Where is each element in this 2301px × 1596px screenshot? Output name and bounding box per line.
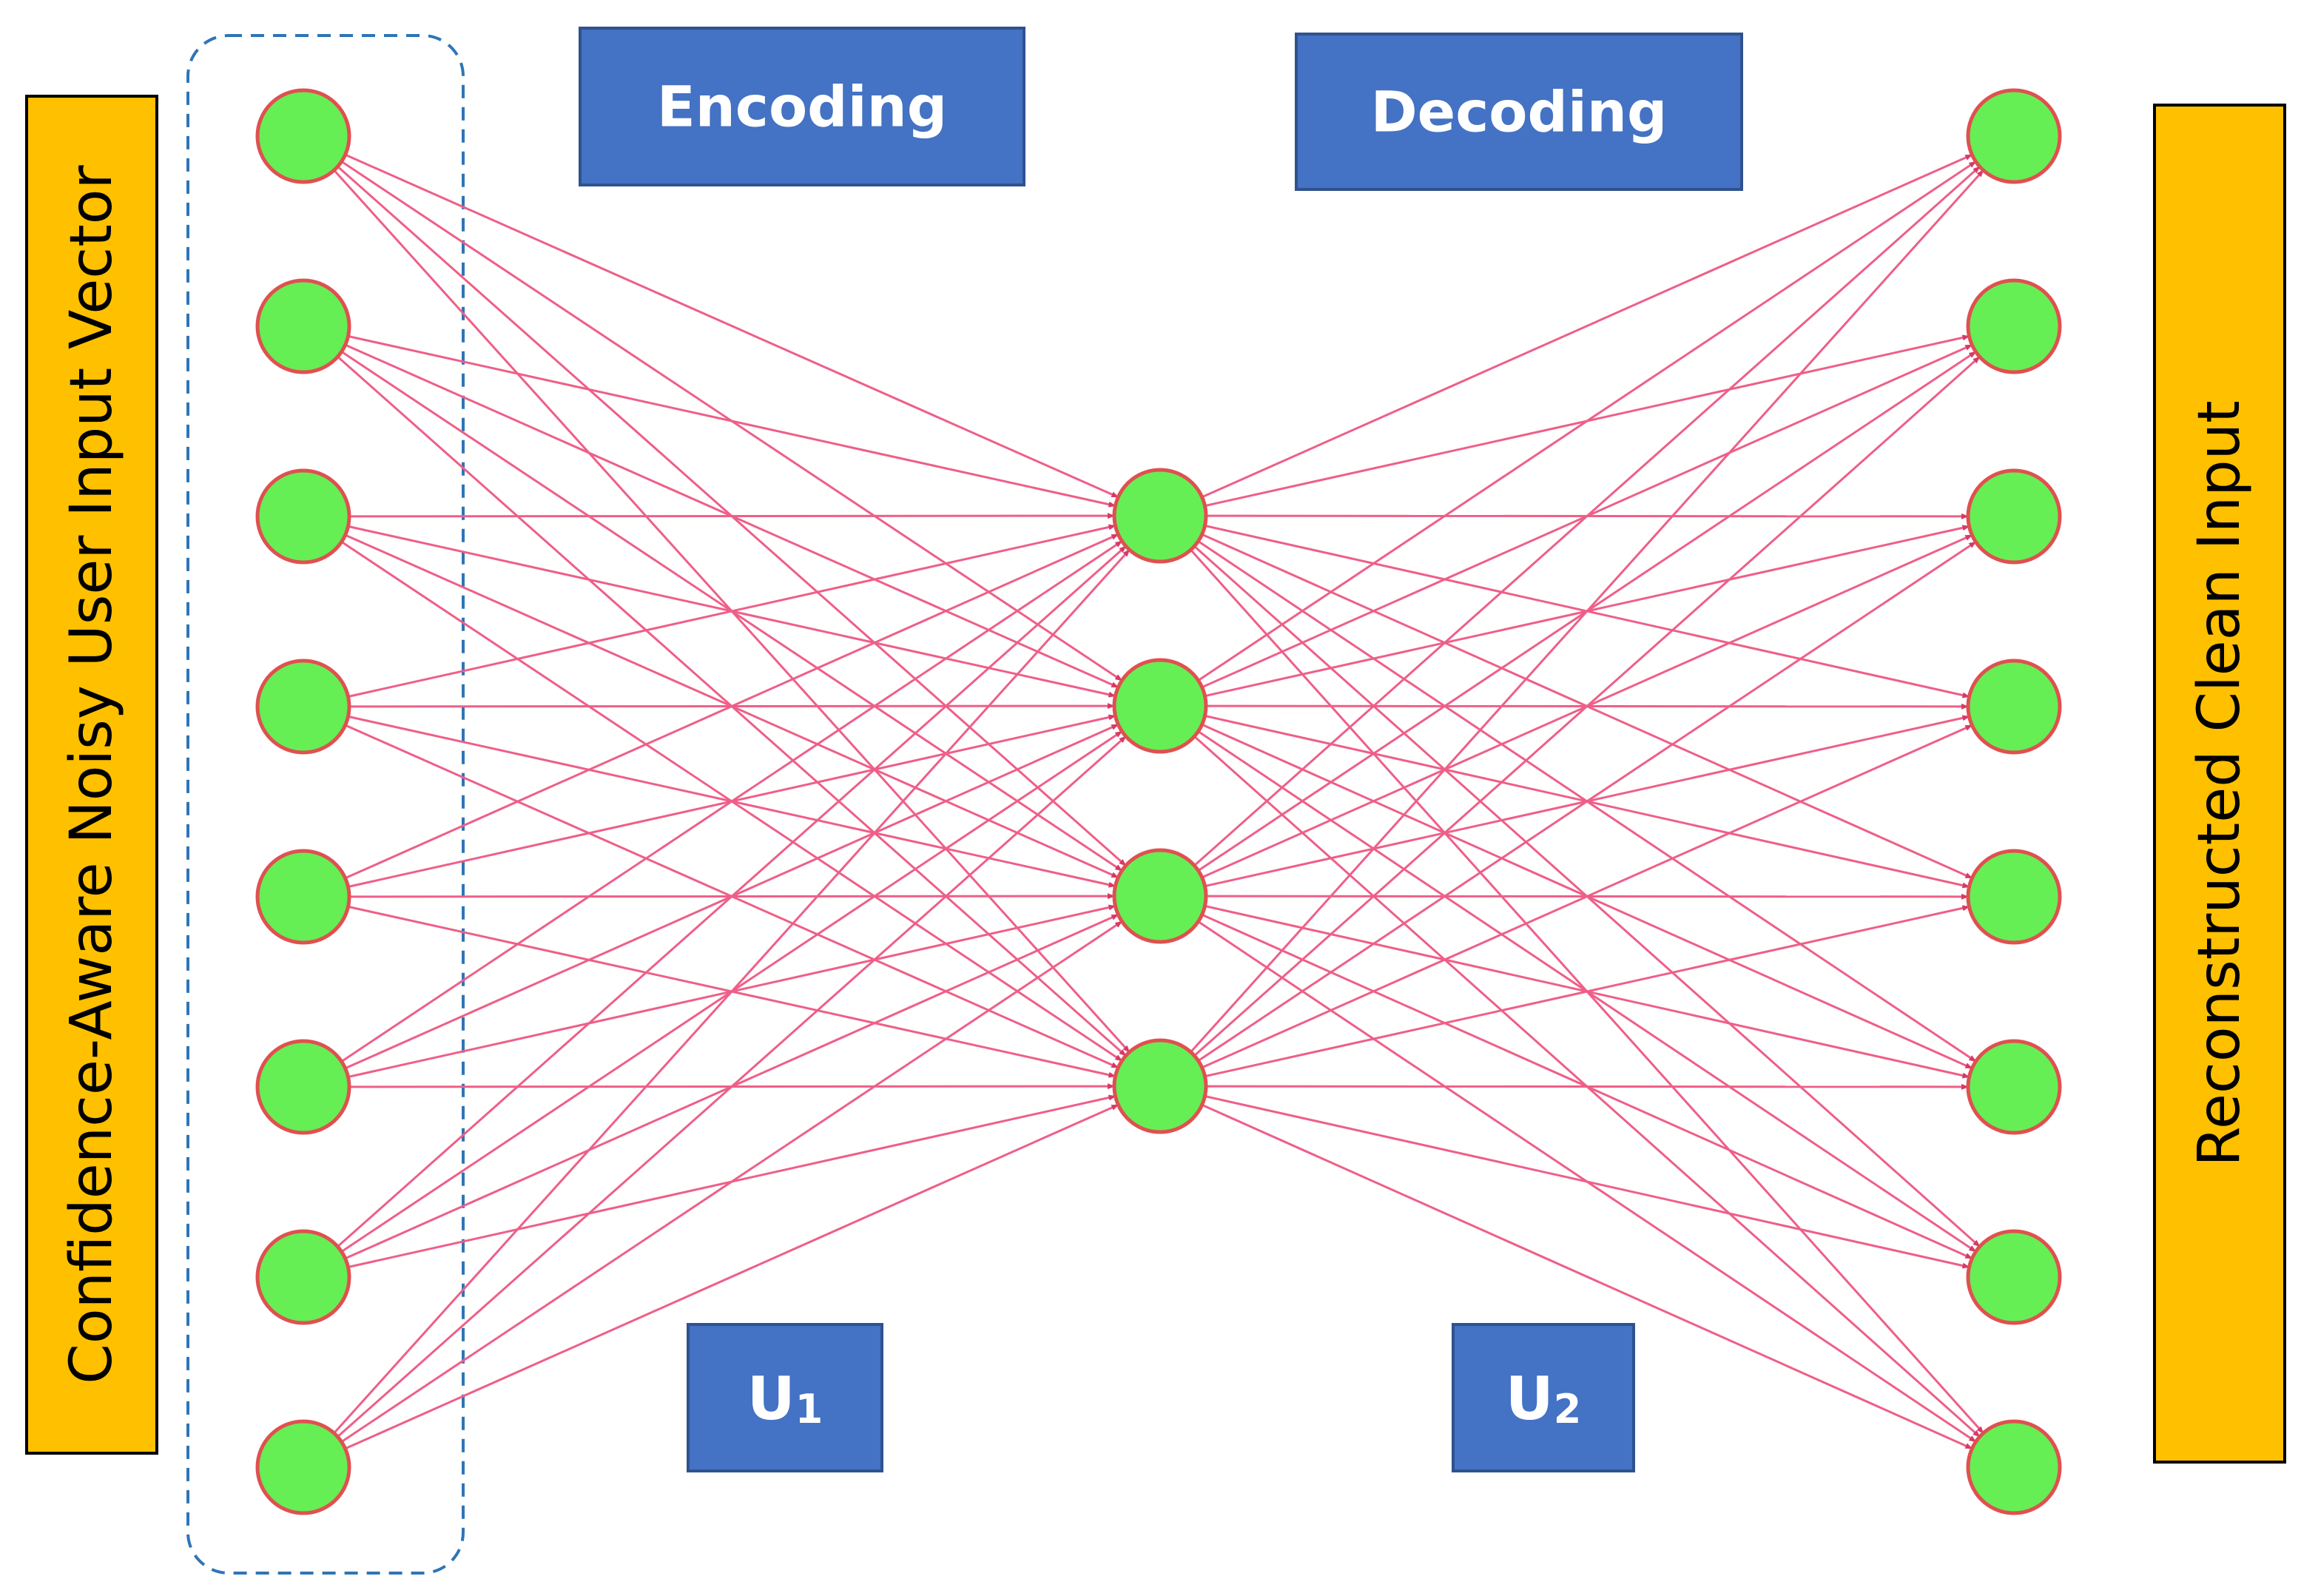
decoder-edge-4-1 — [1190, 169, 1984, 1053]
decoder-edge-4-8 — [1201, 1103, 1973, 1450]
encoding-label: Encoding — [657, 74, 947, 140]
u1-subscript: 1 — [795, 1386, 823, 1432]
u2-label: U2 — [1506, 1364, 1582, 1433]
u2-letter: U — [1506, 1364, 1554, 1433]
input-node-8 — [255, 1419, 351, 1515]
encoder-edge-6-1 — [340, 540, 1123, 1063]
encoder-edge-2-1 — [348, 334, 1116, 508]
encoder-edge-7-1 — [337, 545, 1127, 1247]
hidden-node-4 — [1112, 1038, 1208, 1134]
encoding-box — [579, 27, 1025, 186]
input-node-5 — [255, 849, 351, 945]
u1-label: U1 — [747, 1364, 823, 1433]
decoder-edge-4-6 — [1205, 1083, 1969, 1090]
decoding-box — [1295, 33, 1743, 191]
output-node-6 — [1966, 1039, 2062, 1135]
decoding-label: Decoding — [1371, 79, 1668, 145]
neurons — [255, 88, 2062, 1515]
decoder-edge-4-2 — [1193, 356, 1981, 1057]
input-node-3 — [255, 468, 351, 565]
output-label: Reconstructed Clean Input — [2186, 400, 2253, 1166]
output-node-2 — [1966, 278, 2062, 374]
encoder-edge-1-1 — [345, 153, 1119, 499]
u1-box — [687, 1323, 883, 1472]
hidden-node-1 — [1112, 468, 1208, 564]
u2-box — [1452, 1323, 1635, 1472]
decoder-edge-1-1 — [1202, 153, 1973, 499]
decoder-edge-3-1 — [1193, 166, 1981, 866]
output-node-8 — [1966, 1419, 2062, 1515]
encoder-edge-8-3 — [340, 920, 1123, 1443]
hidden-node-2 — [1112, 658, 1208, 754]
decoder-edge-4-3 — [1197, 541, 1977, 1062]
output-label-box — [2153, 104, 2286, 1464]
input-vector-label: Confidence-Aware Noisy User Input Vector — [58, 164, 125, 1384]
decoder-edge-4-7 — [1205, 1095, 1970, 1269]
encoder-edge-8-4 — [345, 1103, 1119, 1450]
decoder-edge-2-1 — [1197, 161, 1977, 681]
output-node-3 — [1966, 468, 2062, 565]
connections — [333, 153, 1984, 1450]
encoder-edge-5-1 — [345, 533, 1119, 880]
encoder-edge-8-2 — [337, 735, 1127, 1438]
hidden-node-3 — [1112, 848, 1208, 944]
output-node-7 — [1966, 1229, 2062, 1325]
u2-subscript: 2 — [1554, 1386, 1582, 1432]
decoder-edge-4-5 — [1205, 905, 1970, 1078]
input-node-7 — [255, 1229, 351, 1325]
output-node-5 — [1966, 849, 2062, 945]
encoder-edge-8-1 — [333, 549, 1131, 1434]
input-node-2 — [255, 278, 351, 374]
input-layer-group — [186, 34, 465, 1575]
output-node-1 — [1966, 88, 2062, 184]
u1-letter: U — [747, 1364, 795, 1433]
input-vector-label-box — [25, 95, 158, 1455]
input-node-1 — [255, 88, 351, 184]
encoder-edge-4-1 — [348, 524, 1116, 698]
decoder-edge-4-4 — [1202, 724, 1973, 1069]
output-node-4 — [1966, 659, 2062, 755]
input-node-6 — [255, 1039, 351, 1135]
input-node-4 — [255, 659, 351, 755]
